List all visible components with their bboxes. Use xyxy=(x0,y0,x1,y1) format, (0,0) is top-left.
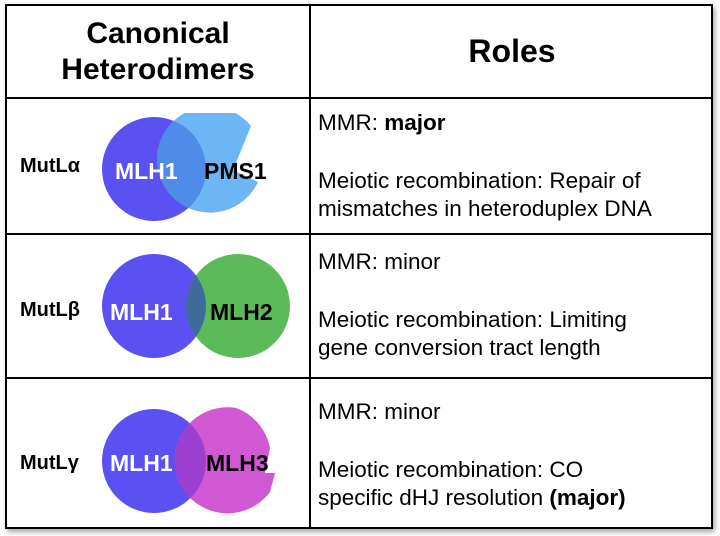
mlh1-circle xyxy=(102,409,206,513)
mlh2-circle xyxy=(186,254,290,358)
row-mutl-beta: MutLβ MLH1 MLH2 MMR: minor Meiotic recom… xyxy=(7,235,713,377)
mlh1-pms1-diagram: MLH1 PMS1 xyxy=(102,113,267,221)
mmr-role: MMR: minor xyxy=(318,248,627,276)
meiotic-role-major: (major) xyxy=(549,485,626,510)
row-divider-2 xyxy=(7,377,711,379)
roles-mutl-beta: MMR: minor Meiotic recombination: Limiti… xyxy=(318,248,627,362)
row-mutl-gamma: MutLγ MLH1 MLH3 MMR: minor Meiotic recom… xyxy=(7,379,713,527)
meiotic-role-line2-text: specific dHJ resolution xyxy=(318,485,550,510)
meiotic-role-line1: Meiotic recombination: Limiting xyxy=(318,307,627,332)
mlh1-mlh3-diagram: MLH1 MLH3 xyxy=(102,407,275,514)
mmr-role: MMR: minor xyxy=(318,398,626,426)
mmr-value: minor xyxy=(384,399,441,424)
column-divider xyxy=(309,6,311,527)
mlh1-label: MLH1 xyxy=(110,450,173,476)
mlh1-circle xyxy=(102,254,206,358)
header-roles: Roles xyxy=(468,33,556,69)
mmr-prefix: MMR: xyxy=(318,110,385,135)
mlh2-label: MLH2 xyxy=(210,299,273,325)
meiotic-role-line2: gene conversion tract length xyxy=(318,335,601,360)
mlh1-label: MLH1 xyxy=(110,299,173,325)
mlh3-label: MLH3 xyxy=(206,450,269,476)
pms1-label: PMS1 xyxy=(204,158,267,184)
row-mutl-alpha: MutLα MLH1 PMS1 MMR: major Meiotic recom… xyxy=(7,99,713,233)
header-canonical-heterodimers: Canonical Heterodimers xyxy=(61,16,255,86)
heterodimer-table: Canonical Heterodimers Roles MutLα MLH1 … xyxy=(5,4,713,529)
mmr-prefix: MMR: xyxy=(318,249,385,274)
mlh1-mlh2-diagram: MLH1 MLH2 xyxy=(102,254,290,358)
mmr-prefix: MMR: xyxy=(318,399,385,424)
mmr-value: major xyxy=(384,110,446,135)
complex-name: MutLα xyxy=(20,155,81,177)
row-divider-1 xyxy=(7,233,711,235)
mmr-role: MMR: major xyxy=(318,109,652,137)
mlh1-label: MLH1 xyxy=(115,158,178,184)
header-divider xyxy=(7,97,711,99)
complex-name: MutLγ xyxy=(20,452,79,474)
mmr-value: minor xyxy=(384,249,441,274)
meiotic-role-line1: Meiotic recombination: Repair of xyxy=(318,168,641,193)
meiotic-role-line2: mismatches in heteroduplex DNA xyxy=(318,196,652,221)
meiotic-role-line1: Meiotic recombination: CO xyxy=(318,457,584,482)
roles-mutl-gamma: MMR: minor Meiotic recombination: CO spe… xyxy=(318,398,626,512)
meiotic-role-line2: specific dHJ resolution (major) xyxy=(318,484,626,512)
roles-mutl-alpha: MMR: major Meiotic recombination: Repair… xyxy=(318,109,652,223)
complex-name: MutLβ xyxy=(20,299,80,321)
